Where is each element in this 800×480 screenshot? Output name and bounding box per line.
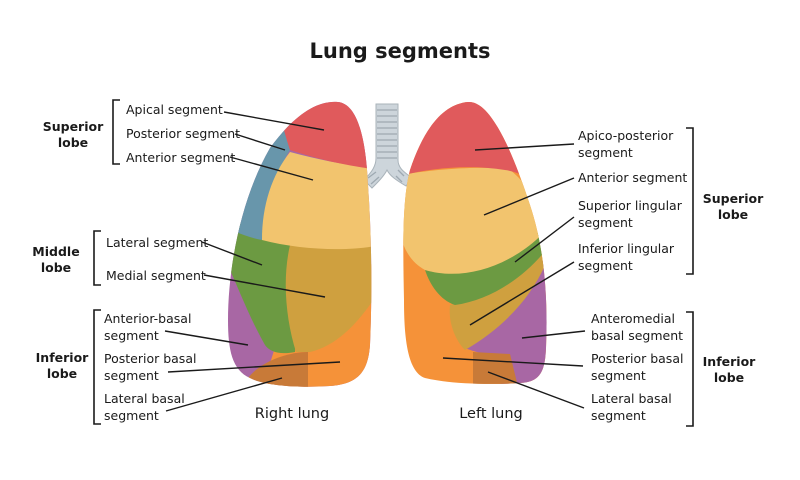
bracket-right-superior [112, 99, 120, 165]
label-anterior-segment-left: Anterior segment [578, 170, 687, 185]
trachea [363, 103, 413, 189]
segment-anterior-right [262, 152, 372, 250]
bronchus-ring [395, 175, 403, 183]
segment-lateral-basal-left [473, 352, 520, 384]
left-lung [403, 101, 547, 384]
leader-apico-posterior [474, 143, 575, 151]
right-lung [228, 101, 372, 387]
leader-lateral [201, 241, 263, 266]
leader-posterior [234, 133, 286, 151]
leader-medial [203, 274, 326, 298]
segment-labels-right: Apical segment Posterior segment Anterio… [104, 102, 240, 423]
bronchus-ring [397, 169, 405, 177]
leader-superior-lingular [514, 216, 575, 263]
leader-apical [223, 111, 325, 131]
label-lateral-segment: Lateral segment [106, 235, 208, 250]
leader-anterior [229, 156, 314, 181]
bracket-right-middle [93, 230, 101, 286]
leader-inferior-lingular [469, 261, 575, 326]
lobe-brackets [93, 99, 694, 427]
segment-medial-right [285, 245, 372, 352]
leader-posterior-basal [167, 361, 341, 373]
bronchus-ring [370, 176, 380, 185]
leader-lateral-basal-left [487, 371, 585, 409]
label-anterior-segment: Anterior segment [126, 150, 235, 165]
bracket-left-superior [686, 127, 694, 275]
diagram-title: Lung segments [309, 39, 490, 63]
leader-anterior-basal [164, 330, 249, 346]
leader-posterior-basal-left [442, 357, 584, 367]
label-medial-segment: Medial segment [106, 268, 206, 283]
segment-lateral-right [228, 215, 300, 354]
label-posterior-segment: Posterior segment [126, 126, 240, 141]
left-lung-label: Left lung [459, 406, 523, 422]
segment-inferior-lingular-left [449, 250, 545, 350]
leader-lateral-basal [165, 377, 283, 412]
bracket-left-inferior [686, 311, 694, 427]
bracket-right-inferior [93, 309, 101, 425]
leader-lines [164, 111, 586, 412]
segment-anterior-left [403, 167, 547, 274]
bronchus-ring [367, 171, 377, 179]
leader-anterior-left [483, 177, 575, 216]
label-apical-segment: Apical segment [126, 102, 223, 117]
right-lung-label: Right lung [255, 406, 329, 422]
leader-anteromedial-basal [521, 330, 586, 339]
